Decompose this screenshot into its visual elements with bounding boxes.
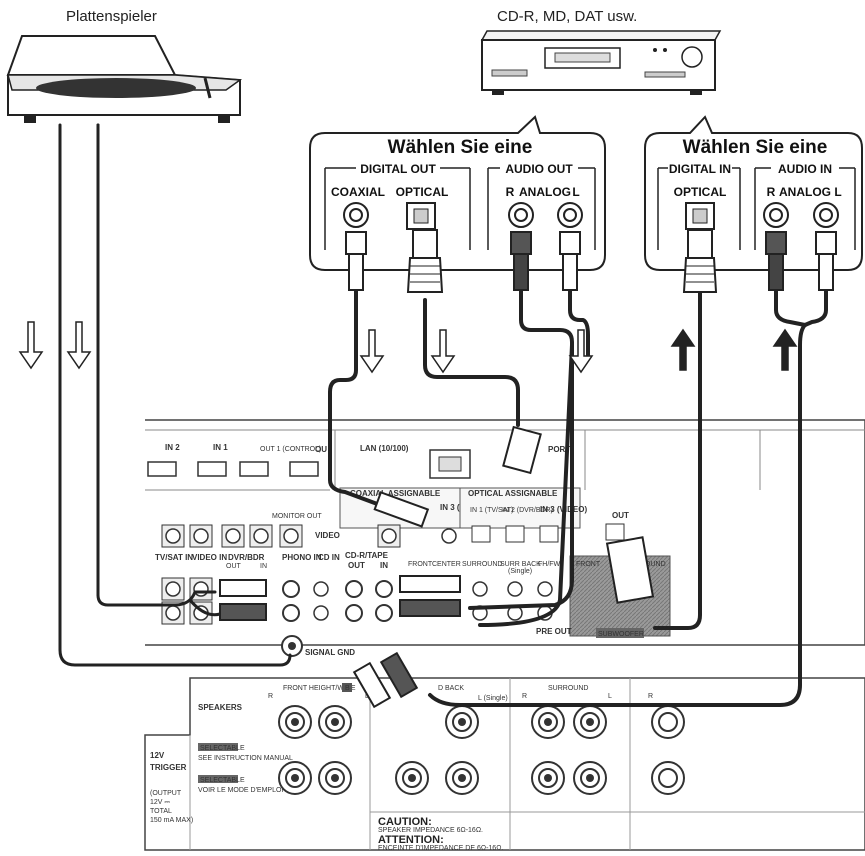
signal-gnd-label: SIGNAL GND <box>305 648 355 657</box>
optical-in-label: OPTICAL <box>674 185 727 199</box>
turntable-icon <box>6 35 243 123</box>
signal-arrow-down-icon <box>359 329 385 374</box>
pre-out-label: PRE OUT <box>536 627 572 636</box>
voir-mode-label: VOIR LE MODE D'EMPLOI <box>198 787 283 794</box>
fhw-r-label: R <box>268 693 273 700</box>
lan-label: LAN (10/100) <box>360 444 409 453</box>
opt-in1-label: IN 1 (TV/SAT) <box>470 507 513 514</box>
selectable-1-label: SELECTABLE <box>200 745 245 752</box>
right-r-label: R <box>648 693 653 700</box>
attention-sub-label: ENCEINTE D'IMPEDANCE DE 6Ω-16Ω. <box>378 845 503 852</box>
recorder-label: CD-R, MD, DAT usw. <box>497 8 638 25</box>
cdr-out-label: OUT <box>348 561 365 570</box>
caution-sub-label: SPEAKER IMPEDANCE 6Ω-16Ω. <box>378 827 483 834</box>
opt-in2-label: IN 2 (DVR/BDR) <box>502 507 553 514</box>
digital-out-label: DIGITAL OUT <box>360 162 436 176</box>
cd-in-label: CD IN <box>318 553 340 562</box>
d-back-label: D BACK <box>438 685 464 692</box>
preout-round-label: ROUND <box>640 561 666 568</box>
attention-label: ATTENTION: <box>378 834 444 846</box>
twelve-v-label: 12V <box>150 751 165 760</box>
signal-arrow-down-icon <box>568 329 594 374</box>
hdmi-in1-label: IN 1 <box>213 443 228 452</box>
twelve-v-dc-label: 12V ⎓ <box>150 799 170 806</box>
speaker-panel: SPEAKERS FRONT HEIGHT/WIDE B R L D BACK … <box>144 677 865 852</box>
audio-out-analog-label: ANALOG <box>519 185 571 199</box>
preout-single-label: (Single) <box>508 568 532 575</box>
optical-label: OPTICAL <box>396 185 449 199</box>
audio-in-r-label: R <box>767 185 776 199</box>
dvr-out-label: OUT <box>226 563 242 570</box>
right-bubble-title: Wählen Sie eine <box>683 137 828 158</box>
left-bubble: Wählen Sie eine DIGITAL OUT COAXIAL OPTI… <box>309 115 606 271</box>
max-label: 150 mA MAX) <box>150 817 193 824</box>
selectable-2-label: SELECTABLE <box>200 777 245 784</box>
cdr-in-label: IN <box>380 561 388 570</box>
audio-in-label: AUDIO IN <box>778 162 832 176</box>
cables <box>58 123 828 707</box>
ou-label: OU <box>315 445 327 454</box>
digital-in-label: DIGITAL IN <box>669 162 731 176</box>
subwoofer-label: SUBWOOFER <box>598 631 644 638</box>
tvsat-in-label: TV/SAT IN <box>155 553 193 562</box>
hdmi-in2-label: IN 2 <box>165 443 180 452</box>
signal-arrow-down-icon <box>66 321 92 370</box>
front-height-wide-label: FRONT HEIGHT/WIDE <box>283 685 356 692</box>
optical-out-label: OUT <box>612 511 629 520</box>
monitor-out-label: MONITOR OUT <box>272 513 322 520</box>
audio-out-r-label: R <box>506 185 515 199</box>
signal-arrow-up-icon <box>772 328 798 371</box>
video-label: VIDEO <box>315 531 340 540</box>
optical-assignable-label: OPTICAL ASSIGNABLE <box>468 489 558 498</box>
direction-arrows <box>18 321 798 374</box>
plugs <box>219 229 837 709</box>
total-label: TOTAL <box>150 808 172 815</box>
preout-front2-label: FRONT <box>576 561 601 568</box>
speaker-terminals <box>278 705 685 795</box>
trigger-label: TRIGGER <box>150 763 187 772</box>
caution-label: CAUTION: <box>378 816 432 828</box>
surround-r-label: R <box>522 693 527 700</box>
preout-surrback-label: SURR BACK <box>500 561 541 568</box>
preout-center-label: CENTER <box>432 561 461 568</box>
audio-in-analog-label: ANALOG <box>779 185 831 199</box>
surround-label: SURROUND <box>548 685 588 692</box>
phono-in-label: PHONO IN <box>282 553 322 562</box>
fhw-l-label: L <box>365 693 369 700</box>
preout-fhfw-label: FH/FW <box>538 561 561 568</box>
output-label: (OUTPUT <box>150 790 182 797</box>
preout-surround-label: SURROUND <box>462 561 502 568</box>
coaxial-assignable-label: COAXIAL ASSIGNABLE <box>350 489 441 498</box>
cdr-tape-label: CD-R/TAPE <box>345 551 389 560</box>
signal-arrow-up-icon <box>670 328 696 371</box>
signal-arrow-down-icon <box>430 329 456 374</box>
dvrbdr-label: DVR/BDR <box>228 553 265 562</box>
left-bubble-title: Wählen Sie eine <box>388 137 533 158</box>
receiver-rear-panel: IN 2 IN 1 OUT 1 (CONTROL) OU LAN (10/100… <box>145 419 865 657</box>
see-manual-label: SEE INSTRUCTION MANUAL <box>198 755 293 762</box>
speaker-b-label: B <box>345 685 350 692</box>
preout-front-label: FRONT <box>408 561 433 568</box>
speakers-label: SPEAKERS <box>198 703 243 712</box>
surround-l-label: L <box>608 693 612 700</box>
out1-control-label: OUT 1 (CONTROL) <box>260 446 321 453</box>
audio-out-l-label: L <box>572 185 579 199</box>
coaxial-label: COAXIAL <box>331 185 385 199</box>
turntable-label: Plattenspieler <box>66 8 157 25</box>
audio-in-l-label: L <box>834 185 841 199</box>
cd-recorder-icon <box>480 30 722 95</box>
l-single-label: L (Single) <box>478 695 508 702</box>
ipod-port-label: PORT <box>548 445 570 454</box>
audio-out-label: AUDIO OUT <box>505 162 573 176</box>
signal-arrow-down-icon <box>18 321 44 370</box>
dvr-in-label: IN <box>260 563 267 570</box>
video-in-label: VIDEO IN <box>192 553 227 562</box>
